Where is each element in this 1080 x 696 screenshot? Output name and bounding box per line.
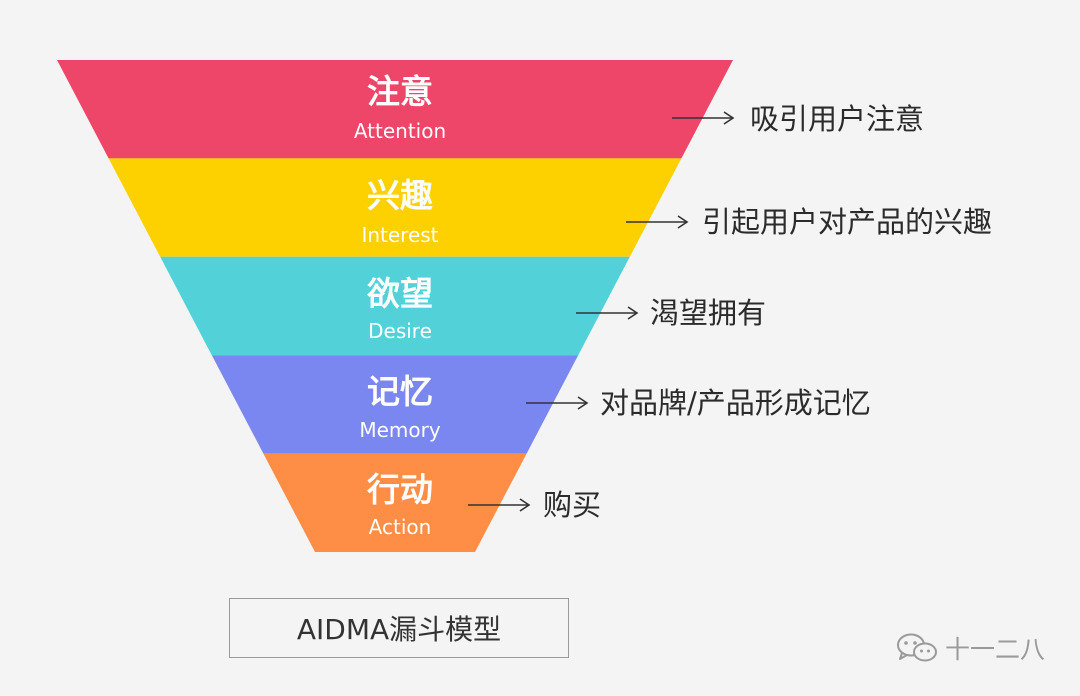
stage-title-action: 行动 — [367, 470, 433, 509]
funnel-band-desire — [160, 256, 630, 356]
stage-description-attention: 吸引用户注意 — [750, 102, 925, 136]
stage-description-action: 购买 — [543, 488, 602, 522]
stage-subtitle-desire: Desire — [368, 319, 432, 343]
stage-description-memory: 对品牌/产品形成记忆 — [600, 386, 871, 420]
stage-description-interest: 引起用户对产品的兴趣 — [702, 205, 993, 239]
arrow-memory — [526, 396, 589, 410]
stage-title-desire: 欲望 — [367, 274, 433, 313]
stage-subtitle-action: Action — [368, 515, 432, 539]
stage-subtitle-memory: Memory — [359, 418, 441, 442]
stage-title-interest: 兴趣 — [367, 176, 433, 215]
funnel-band-interest — [108, 158, 682, 257]
arrow-desire — [576, 306, 639, 320]
stage-subtitle-attention: Attention — [353, 119, 447, 143]
caption-text: AIDMA漏斗模型 — [296, 613, 502, 646]
funnel-band-memory — [211, 355, 579, 454]
stage-subtitle-interest: Interest — [361, 223, 439, 247]
stage-description-desire: 渴望拥有 — [650, 296, 767, 330]
watermark: 十一二八 — [895, 630, 1045, 666]
arrow-action — [468, 498, 531, 512]
watermark-text: 十一二八 — [945, 635, 1046, 664]
arrow-attention — [672, 111, 735, 125]
wechat-icon — [897, 633, 937, 662]
stage-title-attention: 注意 — [367, 72, 433, 111]
funnel-band-action — [263, 453, 527, 552]
stage-title-memory: 记忆 — [367, 372, 433, 411]
caption-box: AIDMA漏斗模型 — [229, 598, 569, 658]
funnel-band-attention — [57, 60, 733, 159]
arrow-interest — [626, 215, 689, 229]
